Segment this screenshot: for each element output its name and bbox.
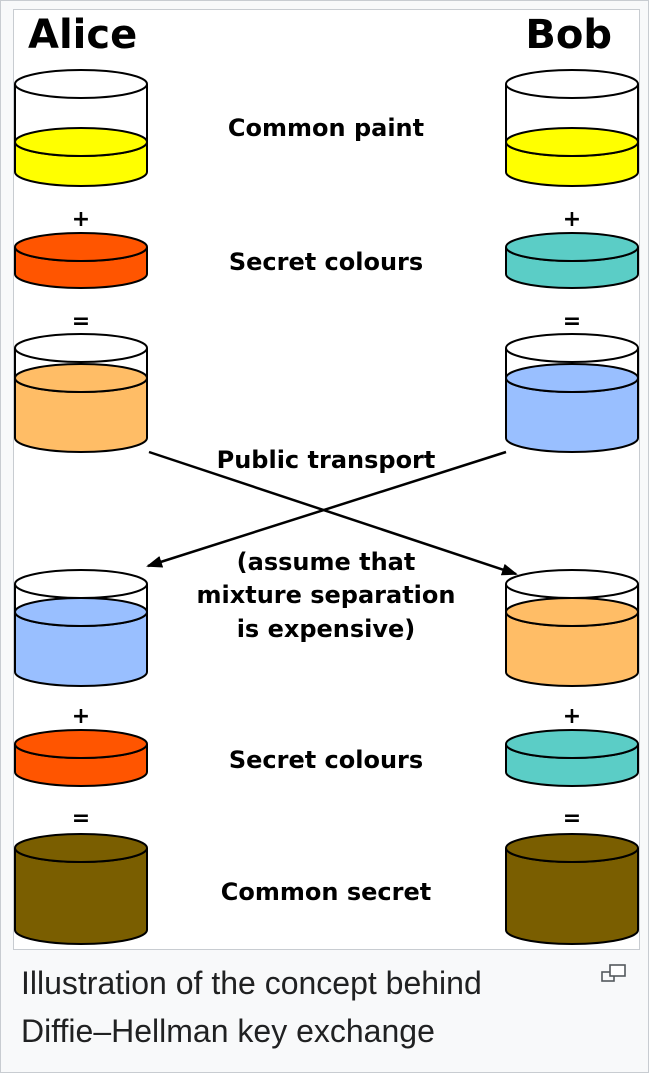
alice-received-mixture-container (14, 569, 148, 687)
caption-line-2: Diffie–Hellman key exchange (21, 1013, 435, 1049)
bob-equals-2: = (563, 806, 581, 831)
secret-colours-label-2: Secret colours (229, 746, 423, 774)
bob-received-mixture-container (505, 569, 639, 687)
alice-common-secret-container (14, 833, 148, 945)
alice-secret-colour-puck-2 (14, 729, 148, 787)
paint-containers (14, 69, 639, 945)
public-transport-label: Public transport (217, 446, 436, 474)
bob-secret-colour-puck-2 (505, 729, 639, 787)
assume-line-1: (assume that (237, 548, 416, 576)
alice-plus-1: + (72, 207, 90, 232)
bob-to-alice-arrow (146, 450, 507, 568)
alice-plus-2: + (72, 704, 90, 729)
alice-mixture-container (14, 333, 148, 453)
enlarge-icon[interactable] (601, 963, 627, 983)
alice-equals-2: = (72, 806, 90, 831)
alice-label: Alice (28, 12, 137, 58)
caption-line-1: Illustration of the concept behind (21, 965, 482, 1001)
bob-secret-colour-puck (505, 232, 639, 289)
bob-equals-1: = (563, 309, 581, 334)
bob-common-secret-container (505, 833, 639, 945)
assume-line-3: is expensive) (237, 615, 416, 643)
alice-common-paint-container (14, 69, 148, 187)
assume-line-2: mixture separation (197, 581, 456, 609)
diffie-hellman-illustration[interactable]: Alice Bob Common paint Secret colours Pu… (13, 9, 640, 950)
common-secret-label: Common secret (221, 878, 431, 906)
bob-mixture-container (505, 333, 639, 453)
alice-secret-colour-puck (14, 232, 148, 289)
alice-to-bob-arrow (148, 450, 518, 576)
bob-plus-1: + (563, 207, 581, 232)
bob-plus-2: + (563, 704, 581, 729)
bob-label: Bob (525, 12, 612, 58)
bob-common-paint-container (505, 69, 639, 187)
secret-colours-label-1: Secret colours (229, 248, 423, 276)
common-paint-label: Common paint (228, 114, 424, 142)
figure-caption: Illustration of the concept behind Diffi… (21, 959, 581, 1055)
alice-equals-1: = (72, 309, 90, 334)
